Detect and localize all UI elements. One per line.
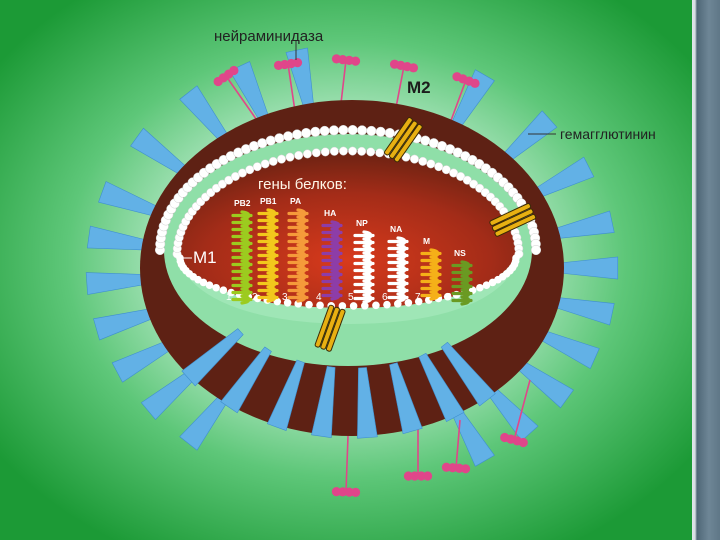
rna-segment-ns	[451, 260, 473, 306]
cut-ledge	[176, 252, 518, 324]
rna-segment-pb2	[231, 210, 253, 305]
lipid-bead	[366, 125, 377, 136]
hemagglutinin-spike	[440, 341, 496, 407]
hemagglutinin-spike	[130, 127, 188, 176]
hemagglutinin-spike	[553, 210, 615, 239]
rna-segment-pb1	[257, 208, 279, 303]
lipid-bead	[530, 244, 542, 256]
hemagglutinin-spike	[357, 367, 378, 439]
hemagglutinin-spike	[266, 359, 305, 431]
neuraminidase-head	[470, 78, 480, 88]
hemagglutinin-spike	[179, 85, 229, 142]
lipid-bead	[375, 126, 386, 137]
influenza-virus-diagram	[85, 40, 619, 497]
hemagglutinin-spike	[86, 225, 148, 251]
segment-name-pb2: PB2	[234, 198, 251, 208]
m2-channel	[384, 117, 423, 163]
neuraminidase-head	[500, 432, 510, 443]
segment-name-m: M	[423, 236, 431, 246]
neuraminidase-head	[403, 471, 413, 481]
lipid-bead	[310, 126, 321, 137]
segment-name-na: NA	[390, 224, 403, 234]
rna-segment-m	[420, 248, 442, 301]
neuraminidase-head	[441, 462, 452, 472]
rna-segment-np	[353, 230, 375, 304]
hemagglutinin-spike	[98, 181, 159, 217]
hemagglutinin-spikes	[85, 47, 619, 467]
neuraminidase-head	[292, 57, 303, 68]
lipid-bead	[356, 125, 368, 136]
hemagglutinin-spike	[486, 386, 539, 442]
neuraminidase-head	[410, 471, 420, 481]
neuraminidase-head	[423, 471, 433, 481]
hemagglutinin-spike	[534, 156, 595, 199]
m2-label: M2	[407, 78, 431, 97]
neuraminidase-head	[344, 487, 354, 497]
segment-number-8: 8	[446, 292, 452, 303]
rna-segments	[231, 208, 473, 306]
neuraminidase-head	[416, 471, 426, 481]
neuraminidase-head	[331, 487, 342, 497]
rna-segment-na	[387, 236, 409, 303]
segment-name-ns: NS	[454, 248, 466, 258]
hemagglutinin-spike	[85, 272, 146, 295]
rna-segment-ha	[321, 220, 343, 301]
segment-name-pa: PA	[290, 196, 302, 206]
neuraminidase-head	[350, 56, 361, 66]
neuraminidase-spikes	[213, 54, 531, 497]
hemagglutinin-spike	[516, 360, 574, 409]
neuraminidase-head	[408, 63, 419, 73]
hemagglutinin-spike	[179, 394, 229, 451]
slide-side-panel	[692, 0, 720, 540]
neuraminidase-head	[229, 65, 239, 76]
m2-channel	[314, 304, 346, 352]
hemagglutinin-spikes-front	[181, 328, 496, 439]
m2-channel	[489, 203, 537, 237]
segment-number-3: 3	[282, 292, 288, 303]
hemagglutinin-spike	[418, 352, 465, 423]
hemagglutinin-spike	[220, 346, 272, 414]
segment-number-5: 5	[348, 292, 354, 303]
protein-genes-label: гены белков:	[258, 176, 347, 193]
neuraminidase-label: нейраминидаза	[214, 28, 324, 45]
segment-number-6: 6	[382, 292, 388, 303]
lipid-bead	[328, 125, 340, 136]
lipid-bead	[283, 131, 294, 142]
m2-ion-channels	[314, 117, 537, 352]
m1-label: M1	[193, 248, 217, 267]
segment-number-2: 2	[252, 292, 258, 303]
segment-name-np: NP	[356, 218, 368, 228]
lipid-bead	[319, 125, 330, 136]
segment-name-ha: HA	[324, 208, 337, 218]
lipid-bead	[420, 135, 431, 146]
segment-number-1: 1	[226, 292, 232, 303]
hemagglutinin-spike	[502, 110, 558, 162]
lipid-bead	[384, 127, 395, 139]
hemagglutinin-spike	[539, 330, 600, 370]
hemagglutinin-spike	[111, 340, 172, 383]
lipid-bead	[274, 133, 285, 144]
lipid-bead	[301, 127, 312, 139]
lipid-bead	[257, 138, 268, 149]
segment-number-7: 7	[415, 292, 421, 303]
hemagglutinin-spike	[559, 256, 619, 280]
rna-segment-pa	[287, 208, 309, 303]
hemagglutinin-spike	[389, 362, 423, 435]
segment-number-4: 4	[316, 292, 322, 303]
hemagglutinin-spike	[311, 366, 336, 438]
hemagglutinin-label: гемагглютинин	[560, 126, 656, 142]
neuraminidase-head	[454, 463, 464, 473]
lipid-bead	[292, 129, 303, 140]
lipid-bead	[265, 135, 276, 146]
hemagglutinin-spike	[93, 308, 155, 341]
segment-name-pb1: PB1	[260, 196, 277, 206]
lipid-bead	[338, 124, 349, 136]
hemagglutinin-spike	[553, 297, 615, 326]
lipid-bead	[347, 124, 358, 136]
hemagglutinin-spike	[181, 328, 244, 387]
